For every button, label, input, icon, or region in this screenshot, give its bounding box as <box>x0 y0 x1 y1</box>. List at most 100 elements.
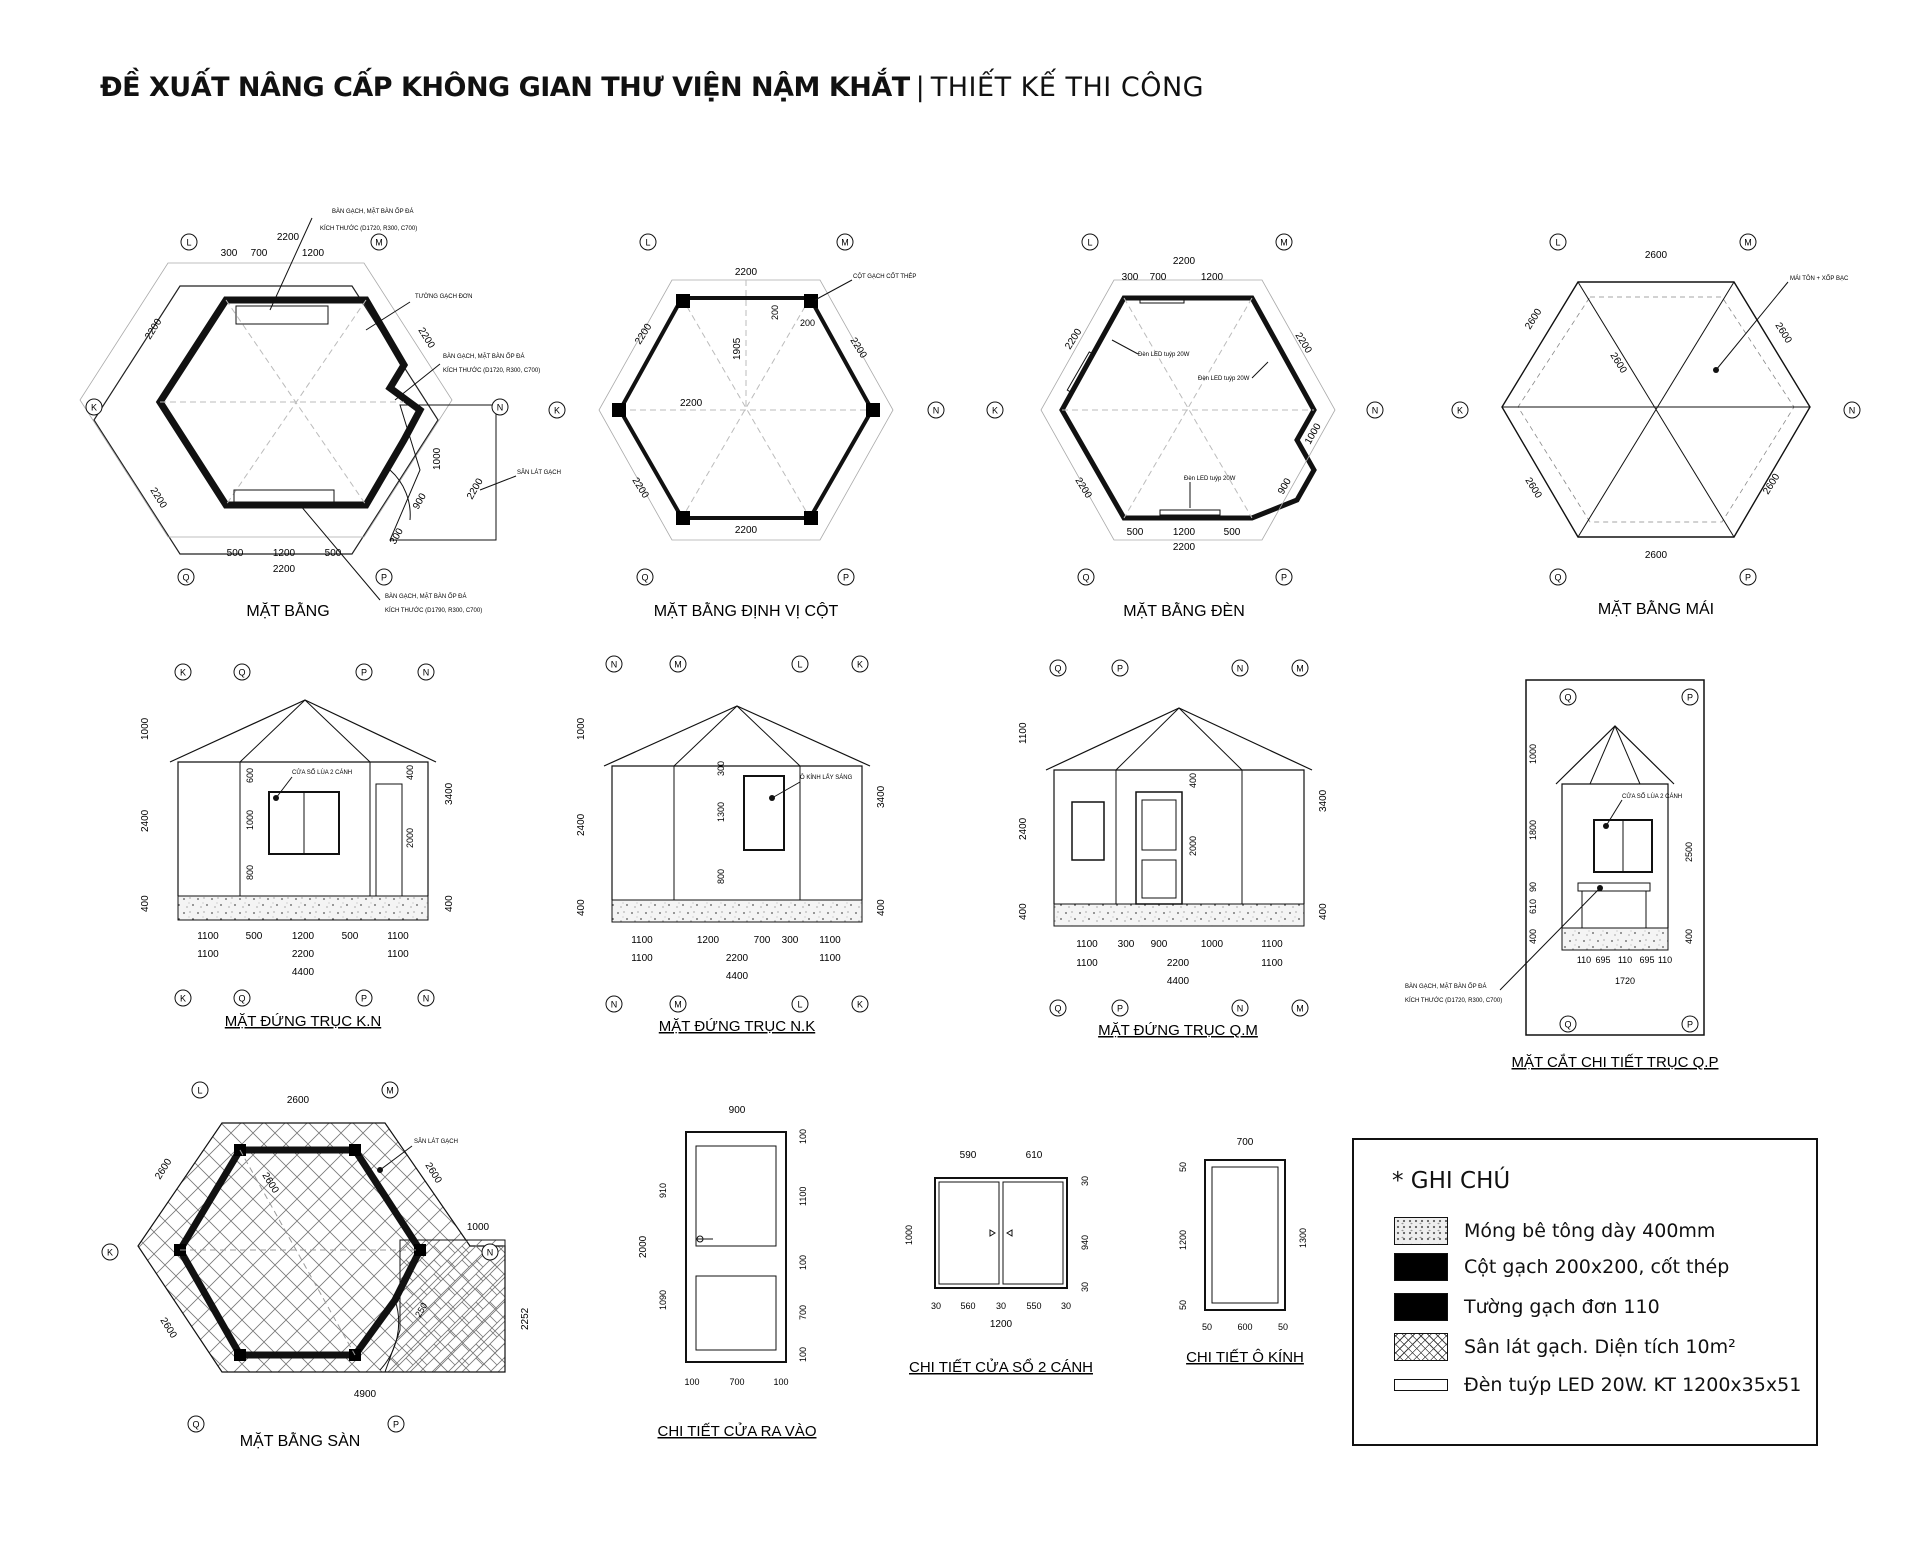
axis-bubble-label: Q <box>238 668 245 678</box>
legend-label: Móng bê tông dày 400mm <box>1464 1220 1716 1242</box>
dim-label: 2200 <box>1292 331 1313 356</box>
axis-bubble <box>481 1243 499 1261</box>
dim-label: 400 <box>576 899 587 916</box>
axis-bubble-label: K <box>1457 406 1463 416</box>
roof-plan-drawing: MẶT BẰNG MÁI 2600 2600 2600 2600 2600 26… <box>1501 250 1849 618</box>
axis-bubble-label: L <box>1087 238 1092 248</box>
axis-bubble <box>851 655 869 673</box>
dim-label: 1200 <box>302 248 325 259</box>
dim-label: 110 <box>1577 955 1591 965</box>
dim-label: 400 <box>1528 929 1538 944</box>
dim-label: 30 <box>1080 1282 1090 1292</box>
led-swatch <box>1394 1379 1448 1391</box>
axis-bubble-label: N <box>611 660 618 670</box>
axis-bubble <box>1275 568 1293 586</box>
dim-label: 2200 <box>1173 542 1196 553</box>
axis-bubble-label: Q <box>1554 573 1561 583</box>
dim-label: 2000 <box>405 828 415 848</box>
dim-label: 2600 <box>1645 250 1668 261</box>
dim-label: 90 <box>1528 882 1538 892</box>
legend-label: Tường gạch đơn 110 <box>1464 1296 1660 1318</box>
page-header: ĐỀ XUẤT NÂNG CẤP KHÔNG GIAN THƯ VIỆN NẬM… <box>100 72 1204 103</box>
header-subtitle: THIẾT KẾ THI CÔNG <box>930 72 1205 103</box>
note: KÍCH THƯỚC (D1720, R300, C700) <box>443 367 540 374</box>
legend-row-concrete: Móng bê tông dày 400mm <box>1394 1216 1715 1246</box>
axis-bubble <box>370 233 388 251</box>
dim-label: 2200 <box>680 398 703 409</box>
legend-label: Cột gạch 200x200, cốt thép <box>1464 1256 1730 1278</box>
dim-label: 1000 <box>1201 939 1224 950</box>
column-plan-title: MẶT BẰNG ĐỊNH VỊ CỘT <box>654 601 839 620</box>
dim-label: 400 <box>140 895 151 912</box>
axis-bubble <box>836 233 854 251</box>
dim-label: 2200 <box>726 953 749 964</box>
dim-label: 4400 <box>1167 976 1190 987</box>
dim-label: 2200 <box>735 267 758 278</box>
note: SÂN LÁT GẠCH <box>414 1138 458 1145</box>
dim-label: 1200 <box>292 931 315 942</box>
legend-title: * GHI CHÚ <box>1392 1168 1511 1194</box>
axis-bubble <box>1739 233 1757 251</box>
axis-bubble <box>791 995 809 1013</box>
dim-label: 1100 <box>1261 958 1283 969</box>
axis-bubble-label: P <box>1117 664 1123 674</box>
note: Đèn LED tuýp 20W <box>1198 376 1250 382</box>
dim-label: 500 <box>342 931 359 942</box>
legend-row-tile: Sân lát gạch. Diện tích 10m² <box>1394 1332 1736 1362</box>
dim-label: 1000 <box>467 1222 490 1233</box>
axis-bubble-label: Q <box>1564 1020 1571 1030</box>
axis-bubble-label: N <box>933 406 940 416</box>
dim-label: 1100 <box>819 935 841 946</box>
dim-label: 2600 <box>1522 476 1543 501</box>
dim-label: 2600 <box>1607 351 1628 376</box>
axis-bubble-label: N <box>1237 1004 1244 1014</box>
axis-bubble <box>174 989 192 1007</box>
dim-label: 900 <box>1276 476 1294 496</box>
section-qp-title: MẶT CẮT CHI TIẾT TRỤC Q.P <box>1512 1053 1719 1071</box>
dim-label: 110 <box>1658 955 1672 965</box>
axis-bubble-label: L <box>797 1000 802 1010</box>
dim-label: 2000 <box>638 1235 649 1258</box>
dim-label: 100 <box>798 1255 808 1270</box>
dim-label: 400 <box>405 765 415 780</box>
axis-bubble <box>1681 688 1699 706</box>
dim-label: 1100 <box>197 931 219 942</box>
note: KÍCH THƯỚC (D1720, R300, C700) <box>1405 997 1502 1004</box>
axis-bubble-label: Q <box>641 573 648 583</box>
dim-label: 1200 <box>1178 1230 1188 1250</box>
dim-label: 700 <box>729 1377 744 1387</box>
axis-bubble <box>927 401 945 419</box>
axis-bubble-label: M <box>674 660 682 670</box>
dim-label: 2200 <box>147 486 168 511</box>
note: KÍCH THƯỚC (D1790, R300, C700) <box>385 607 482 614</box>
dim-label: 2600 <box>1523 307 1544 332</box>
dim-label: 100 <box>684 1377 699 1387</box>
floor-plan-drawing: MẶT BẰNG SÀN 2600 4900 1000 2252 2600 26… <box>137 1095 531 1450</box>
axis-bubble-label: L <box>1555 238 1560 248</box>
plan-drawing: MẶT BẰNG 2200 300 700 1200 500 1200 500 … <box>79 208 561 620</box>
axis-bubble-label: M <box>674 1000 682 1010</box>
dim-label: 400 <box>1318 903 1329 920</box>
dim-label: 4400 <box>292 967 315 978</box>
axis-bubble <box>191 1081 209 1099</box>
axis-bubble-label: P <box>1745 573 1751 583</box>
floor-plan-title: MẶT BẰNG SÀN <box>240 1431 361 1450</box>
elev-qm-title: MẶT ĐỨNG TRỤC Q.M <box>1098 1022 1258 1039</box>
dim-label: 1300 <box>1298 1228 1308 1248</box>
axis-bubble <box>101 1243 119 1261</box>
dim-label: 1905 <box>732 337 743 360</box>
note: CỬA SỔ LÙA 2 CÁNH <box>1622 793 1682 800</box>
axis-bubble-label: K <box>554 406 560 416</box>
legend-label: Đèn tuýp LED 20W. KT 1200x35x51 <box>1464 1374 1802 1396</box>
dim-label: 700 <box>251 248 268 259</box>
axis-bubble-label: Q <box>1564 693 1571 703</box>
dim-label: 700 <box>754 935 771 946</box>
dim-label: 1300 <box>716 802 726 822</box>
dim-label: 1200 <box>697 935 720 946</box>
window-detail-title: CHI TIẾT CỬA SỔ 2 CÁNH <box>909 1358 1093 1376</box>
dim-label: 1100 <box>1076 939 1098 950</box>
section-qp-drawing: MẶT CẮT CHI TIẾT TRỤC Q.P 1000 1800 90 6… <box>1405 679 1719 1071</box>
axis-bubble <box>1291 999 1309 1017</box>
